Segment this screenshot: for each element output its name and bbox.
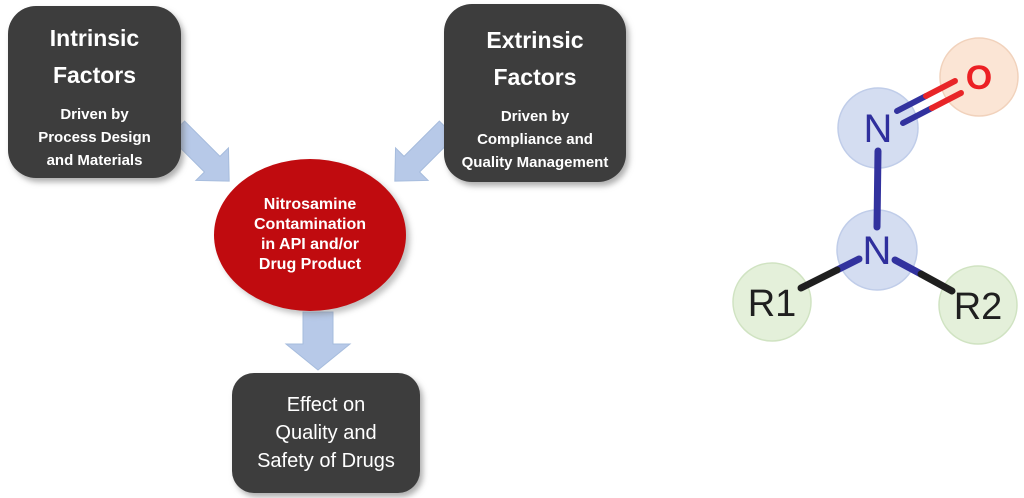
intrinsic-subtitle-line: Process Design [38, 129, 151, 146]
bond-n-o-lower-blue [900, 105, 935, 126]
extrinsic-subtitle: Driven by Compliance and Quality Managem… [462, 105, 609, 174]
intrinsic-subtitle: Driven by Process Design and Materials [38, 103, 151, 172]
intrinsic-title-line1: Intrinsic [49, 25, 140, 51]
amine-n-atom-label: N [863, 229, 892, 273]
intrinsic-subtitle-line: and Materials [46, 152, 143, 169]
extrinsic-subtitle-line: Quality Management [461, 154, 609, 171]
bond-n-o-lower-red [929, 90, 964, 111]
bond-n-o-upper-red [923, 78, 958, 99]
block-arrow-down-right-icon [168, 120, 230, 182]
r1-group-label: R1 [748, 283, 797, 325]
extrinsic-subtitle-line: Driven by [500, 108, 570, 125]
effect-text-line: Safety of Drugs [257, 450, 395, 472]
oxygen-atom-label: O [966, 59, 992, 97]
bond-n-r2-blue [891, 256, 925, 278]
intrinsic-subtitle-line: Driven by [60, 106, 129, 123]
ellipse-text-line: Contamination [254, 216, 366, 233]
bond-n-o-upper-blue [894, 93, 929, 114]
ellipse-text-line: in API and/or [260, 236, 360, 253]
extrinsic-title-line2: Factors [493, 64, 577, 90]
block-arrow-down-icon [284, 311, 352, 371]
ellipse-text-line: Drug Product [258, 256, 362, 273]
extrinsic-factors-box: Extrinsic Factors Driven by Compliance a… [444, 4, 626, 182]
nitrosamine-contamination-ellipse: Nitrosamine Contamination in API and/or … [214, 159, 406, 311]
bond-n-r2-black [917, 270, 956, 295]
arrow-intrinsic-to-ellipse-icon [168, 120, 230, 182]
bond-n-r1-black [797, 266, 841, 292]
intrinsic-factors-box: Intrinsic Factors Driven by Process Desi… [8, 6, 181, 178]
extrinsic-title-line1: Extrinsic [486, 27, 584, 53]
intrinsic-title-line2: Factors [52, 62, 137, 88]
r2-group-circle [938, 265, 1018, 345]
effect-text-line: Effect on [286, 394, 366, 416]
nitrosamine-structure: O N N R1 R2 [732, 37, 1019, 345]
effect-box: Effect on Quality and Safety of Drugs [232, 373, 420, 493]
arrow-ellipse-to-effect-icon [284, 311, 352, 371]
r2-group-label: R2 [954, 286, 1003, 328]
bond-n-r1-blue [833, 255, 863, 274]
bond-n-n [873, 147, 882, 231]
effect-text-line: Quality and [275, 422, 377, 444]
ellipse-text-line: Nitrosamine [263, 196, 357, 213]
extrinsic-subtitle-line: Compliance and [477, 131, 593, 148]
r1-group-circle [732, 262, 812, 342]
nitroso-n-atom-label: N [864, 107, 893, 151]
